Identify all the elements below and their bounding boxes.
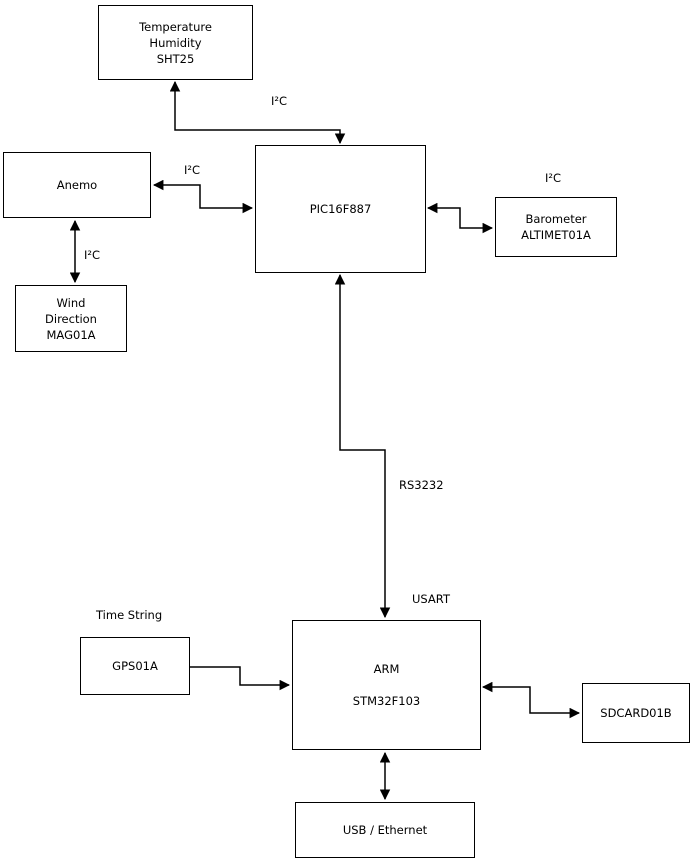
box-label-line: ARM [373, 662, 400, 676]
box-label-line: SHT25 [156, 51, 195, 66]
box-usb-ethernet: USB / Ethernet [295, 802, 475, 858]
box-temperature-humidity-sht25: Temperature Humidity SHT25 [98, 5, 253, 80]
connector-anemo-pic [152, 179, 254, 214]
label-i2c-wind-direction: I²C [84, 248, 101, 262]
label-usart: USART [412, 592, 450, 606]
connector-arm-sdcard [481, 681, 581, 719]
box-label-line: GPS01A [112, 659, 158, 673]
box-barometer-altimet01a: Barometer ALTIMET01A [495, 197, 617, 257]
label-i2c-anemo: I²C [184, 163, 201, 177]
box-anemo: Anemo [3, 152, 151, 218]
box-label-line: STM32F103 [352, 694, 421, 708]
connector-pic-arm [334, 273, 391, 619]
box-label-line: MAG01A [46, 327, 96, 342]
box-label-line: Temperature [139, 19, 212, 34]
connector-sht25-pic [169, 80, 346, 145]
box-label-line: Barometer [525, 212, 587, 226]
box-label-line: Humidity [149, 35, 202, 50]
label-i2c-sht25: I²C [271, 94, 288, 108]
label-time-string: Time String [96, 608, 163, 622]
box-sdcard01b: SDCARD01B [582, 683, 690, 743]
box-gps01a: GPS01A [80, 637, 190, 695]
box-label-line: ALTIMET01A [521, 228, 591, 242]
connector-pic-barometer [426, 202, 494, 234]
box-arm-stm32f103: ARM STM32F103 [292, 620, 481, 750]
label-i2c-barometer: I²C [545, 171, 562, 185]
box-pic16f887: PIC16F887 [255, 145, 426, 273]
connector-gps-arm [190, 666, 291, 691]
box-label-line: Wind [56, 295, 86, 310]
box-label-line: PIC16F887 [309, 202, 372, 216]
box-label-line: SDCARD01B [600, 706, 672, 720]
box-label-line: USB / Ethernet [342, 823, 428, 837]
box-wind-direction-mag01a: Wind Direction MAG01A [15, 285, 127, 352]
box-label-line: Direction [45, 311, 97, 326]
box-label-line: Anemo [56, 178, 98, 192]
label-rs3232: RS3232 [399, 478, 444, 492]
